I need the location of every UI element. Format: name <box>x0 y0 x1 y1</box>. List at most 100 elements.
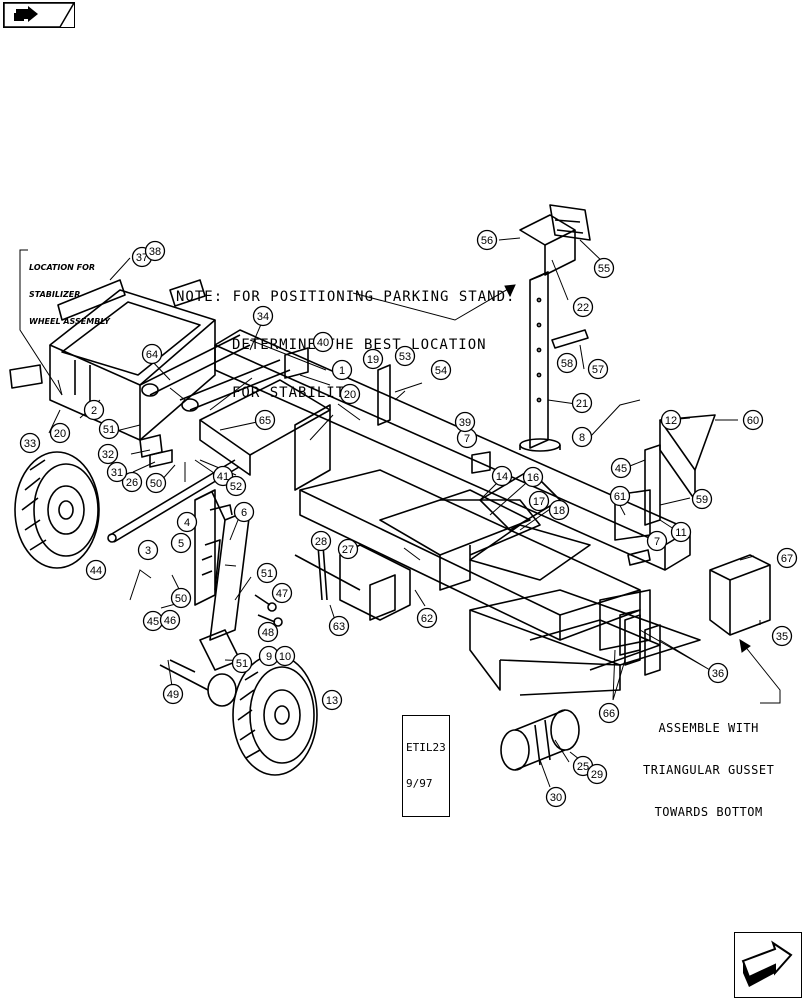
callout-label: 56 <box>481 235 493 247</box>
callout-label: 66 <box>603 708 615 720</box>
callout-61: 61 <box>609 485 631 507</box>
callout-label: 38 <box>149 246 161 258</box>
callout-label: 30 <box>550 792 562 804</box>
callout-label: 34 <box>257 311 269 323</box>
next-page-button[interactable] <box>734 932 802 998</box>
callout-31: 31 <box>106 461 128 483</box>
callout-67: 67 <box>776 547 798 569</box>
stabilizer-location-label: LOCATION FOR STABILIZER WHEEL ASSEMBLY <box>29 245 110 344</box>
callout-20-2: 20 <box>49 422 71 444</box>
callout-label: 33 <box>24 438 36 450</box>
callout-47: 47 <box>271 582 293 604</box>
location-line-3: WHEEL ASSEMBLY <box>29 317 110 326</box>
callout-label: 12 <box>665 415 677 427</box>
callout-60: 60 <box>742 409 764 431</box>
callout-18: 18 <box>548 499 570 521</box>
callout-51: 51 <box>98 418 120 440</box>
callout-35: 35 <box>771 625 793 647</box>
assemble-line-2: TRIANGULAR GUSSET <box>643 763 775 777</box>
callout-label: 32 <box>102 449 114 461</box>
assemble-line-3: TOWARDS BOTTOM <box>654 805 763 819</box>
callout-66: 66 <box>598 702 620 724</box>
callout-48: 48 <box>257 621 279 643</box>
callout-58: 58 <box>556 352 578 374</box>
callout-label: 57 <box>592 364 604 376</box>
callout-45: 45 <box>610 457 632 479</box>
callout-label: 22 <box>577 302 589 314</box>
callout-label: 1 <box>339 365 345 377</box>
callout-label: 14 <box>496 471 508 483</box>
callout-label: 7 <box>464 433 470 445</box>
callout-label: 36 <box>712 668 724 680</box>
callout-label: 51 <box>236 658 248 670</box>
note-line-3: FOR STABILITY. <box>232 385 365 401</box>
callout-44: 44 <box>85 559 107 581</box>
callout-64: 64 <box>141 343 163 365</box>
callout-65: 65 <box>254 409 276 431</box>
callout-label: 39 <box>459 417 471 429</box>
callout-label: 61 <box>614 491 626 503</box>
callout-label: 11 <box>675 527 686 539</box>
callout-label: 26 <box>126 477 138 489</box>
callout-45-2: 45 <box>142 610 164 632</box>
callout-14: 14 <box>491 465 513 487</box>
callout-label: 9 <box>266 651 272 663</box>
callout-51-2: 51 <box>256 562 278 584</box>
callout-label: 50 <box>150 478 162 490</box>
callout-label: 8 <box>579 432 585 444</box>
callout-label: 31 <box>111 467 123 479</box>
callout-53: 53 <box>394 345 416 367</box>
location-line-2: STABILIZER <box>29 290 81 299</box>
callout-label: 41 <box>217 471 229 483</box>
drawing-code: ETIL23 <box>406 741 446 754</box>
callout-59: 59 <box>691 488 713 510</box>
callout-7: 7 <box>456 427 478 449</box>
callout-40: 40 <box>312 331 334 353</box>
callout-21: 21 <box>571 392 593 414</box>
callout-2: 2 <box>83 399 105 421</box>
next-page-arrow-icon <box>741 940 793 987</box>
callout-52: 52 <box>225 475 247 497</box>
callout-label: 40 <box>317 337 329 349</box>
callout-label: 54 <box>435 365 447 377</box>
callout-38: 38 <box>144 240 166 262</box>
callout-label: 59 <box>696 494 708 506</box>
callout-label: 7 <box>654 536 660 548</box>
assemble-line-1: ASSEMBLE WITH <box>658 721 759 735</box>
callout-49: 49 <box>162 683 184 705</box>
callout-label: 53 <box>399 351 411 363</box>
callout-51-3: 51 <box>231 652 253 674</box>
drawing-code-stamp: ETIL23 9/97 <box>402 715 450 817</box>
callout-34: 34 <box>252 305 274 327</box>
callout-label: 51 <box>103 424 115 436</box>
callout-label: 44 <box>90 565 102 577</box>
callout-3: 3 <box>137 539 159 561</box>
callout-label: 60 <box>747 415 759 427</box>
callout-label: 62 <box>421 613 433 625</box>
callout-16: 16 <box>522 466 544 488</box>
callout-27: 27 <box>337 538 359 560</box>
parking-stand-note: NOTE: FOR POSITIONING PARKING STAND: DET… <box>176 257 515 433</box>
callout-label: 28 <box>315 536 327 548</box>
callout-4: 4 <box>176 511 198 533</box>
callout-label: 51 <box>261 568 273 580</box>
callout-7-2: 7 <box>646 530 668 552</box>
callout-label: 47 <box>276 588 288 600</box>
callout-label: 67 <box>781 553 793 565</box>
callout-36: 36 <box>707 662 729 684</box>
callout-label: 37 <box>136 252 148 264</box>
book-nav-button[interactable] <box>3 2 76 28</box>
callout-label: 2 <box>91 405 97 417</box>
callout-19: 19 <box>362 348 384 370</box>
callout-label: 16 <box>527 472 539 484</box>
callout-17: 17 <box>528 490 550 512</box>
callout-label: 63 <box>333 621 345 633</box>
callout-label: 3 <box>145 545 151 557</box>
callout-label: 17 <box>533 496 545 508</box>
callout-57: 57 <box>587 358 609 380</box>
callout-label: 45 <box>147 616 159 628</box>
callout-9: 9 <box>258 645 280 667</box>
callout-50: 50 <box>170 587 192 609</box>
